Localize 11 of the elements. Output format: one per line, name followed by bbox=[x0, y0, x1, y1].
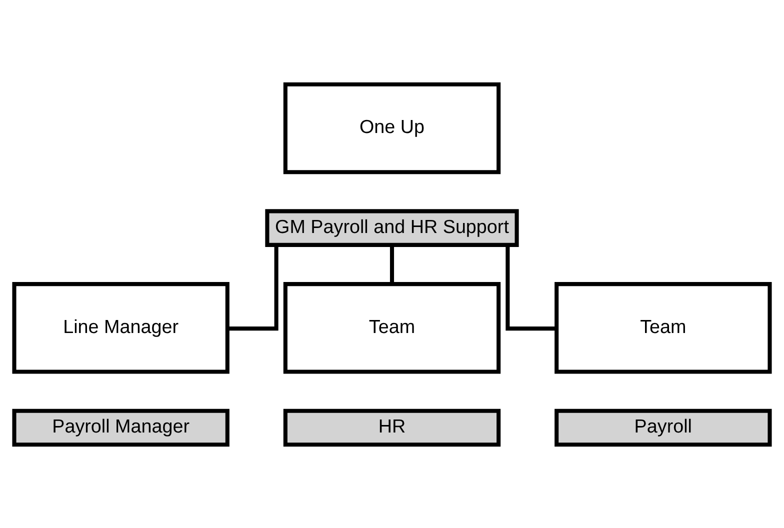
node-box: GM Payroll and HR Support bbox=[265, 208, 519, 246]
node-box: Team bbox=[554, 282, 772, 374]
connector bbox=[390, 244, 394, 284]
node-box: Team bbox=[283, 282, 501, 374]
node-box: Payroll Manager bbox=[12, 408, 230, 446]
node-box: Line Manager bbox=[12, 282, 230, 374]
node-box: HR bbox=[283, 408, 501, 446]
connector bbox=[228, 244, 278, 330]
connector bbox=[506, 244, 556, 330]
node-box: One Up bbox=[283, 82, 501, 174]
node-box: Payroll bbox=[554, 408, 772, 446]
